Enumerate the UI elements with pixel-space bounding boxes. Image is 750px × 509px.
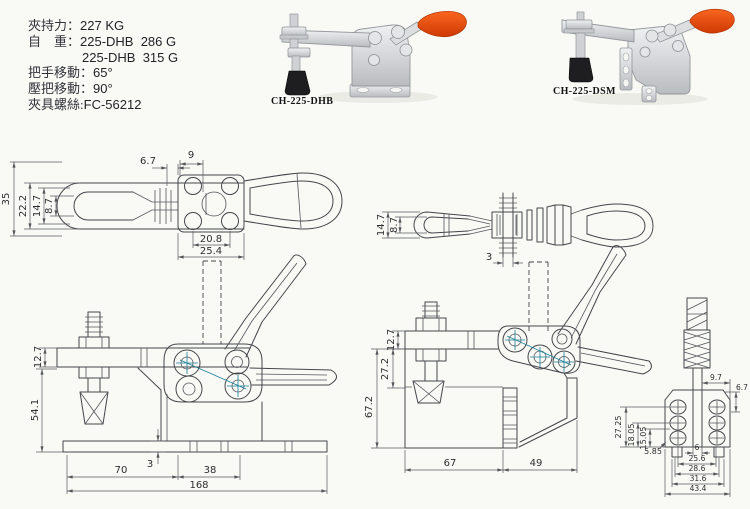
spec-value: FC-56212 (83, 96, 142, 112)
spec-line-bar-movement: 壓把移動：90° (28, 81, 178, 97)
rivet (399, 43, 413, 57)
product-model-label-dhb: CH-225-DHB (271, 96, 334, 107)
dim-label: 20.8 (200, 234, 222, 245)
dim-label: 8.7 (389, 217, 400, 233)
rivet (663, 23, 677, 37)
dhb-top-view-drawing: 35 22.2 14.7 8.7 6.7 9 20.8 25.4 (1, 150, 343, 260)
dim-label: 28.6 (689, 464, 706, 473)
spec-value: 227 KG (80, 18, 125, 33)
hex-nut (281, 26, 307, 37)
dsm-side-view-drawing: 9.7 6.7 27.25 18.05 15.05 5.85 6 25.6 28 (614, 297, 748, 497)
photo-shadow (572, 93, 708, 105)
dim-label: 14.7 (376, 214, 387, 236)
dim-label: 27.25 (614, 416, 623, 439)
dim-label: 3 (147, 459, 153, 470)
product-model-label-dsm: CH-225-DSM (553, 86, 616, 97)
rubber-tip (568, 57, 594, 83)
spindle-stud (576, 11, 585, 21)
spec-line-weight-2: 225-DHB 315 G (28, 50, 178, 66)
spec-label: 壓把移動： (28, 81, 94, 97)
flange-hole (622, 52, 630, 62)
dim-label: 6.7 (736, 383, 748, 392)
spec-line-spindle: 夾具螺絲:FC-56212 (28, 97, 178, 113)
spindle-rod (575, 32, 586, 59)
washer (563, 28, 595, 34)
dim-label: 168 (189, 480, 208, 491)
spec-label: 自 重： (28, 33, 81, 49)
rivet (368, 31, 382, 45)
spindle-stud (289, 13, 299, 29)
dim-label: 15.05 (639, 427, 648, 450)
dim-label: 12.7 (386, 329, 397, 351)
dim-label: 25.4 (200, 246, 222, 257)
dim-label: 9 (188, 150, 194, 161)
rivet (639, 46, 651, 58)
dim-label: 18.05 (627, 424, 636, 447)
rubber-tip (284, 70, 311, 96)
dhb-front-view-drawing: 12.7 54.1 3 70 38 168 (30, 254, 337, 494)
spec-line-clamping-force: 夾持力：227 KG (28, 18, 178, 34)
spec-line-weight-1: 自 重：225-DHB 286 G (28, 34, 178, 50)
dim-label: 49 (530, 458, 543, 469)
spindle-rod (291, 55, 301, 73)
flange-hole (622, 65, 630, 75)
dim-label: 31.6 (690, 474, 707, 483)
dim-label: 67 (444, 458, 457, 469)
spec-indent (28, 50, 82, 66)
dim-label: 67.2 (364, 396, 375, 418)
product-photo-dsm (561, 8, 735, 105)
rivet (368, 54, 380, 66)
mounting-hole (389, 87, 403, 93)
dim-label: 14.7 (32, 195, 43, 217)
spec-line-handle-movement: 把手移動：65° (28, 65, 178, 81)
spec-value: 65° (93, 65, 113, 81)
dsm-front-view-drawing: 12.7 27.2 67.2 67 49 (364, 245, 652, 473)
mounting-hole (356, 87, 370, 93)
rivet (645, 29, 659, 43)
dim-label: 43.4 (690, 484, 707, 493)
rivet (672, 40, 684, 52)
dim-label: 35 (1, 193, 12, 206)
spec-value: 225-DHB 286 G (80, 33, 177, 49)
dim-label: 6 (695, 443, 700, 452)
lower-flange (641, 85, 657, 103)
dim-label: 22.2 (18, 195, 29, 217)
rivet (391, 25, 405, 39)
dim-label: 12.7 (33, 346, 44, 368)
dim-label: 38 (204, 465, 217, 476)
washer (279, 34, 309, 40)
dim-label: 27.2 (380, 358, 391, 380)
dim-label: 25.6 (689, 454, 706, 463)
flange-hole (645, 88, 653, 94)
dim-label: 5.85 (644, 447, 662, 456)
flange-hole (645, 95, 653, 101)
dim-label: 70 (115, 465, 128, 476)
spec-label: 把手移動： (28, 65, 94, 81)
spec-value: 225-DHB 315 G (82, 49, 179, 65)
product-photo-dhb (279, 11, 467, 103)
red-handle-grip (417, 11, 467, 38)
handle-lever (389, 21, 426, 46)
spec-block: 夾持力：227 KG 自 重：225-DHB 286 G 225-DHB 315… (28, 18, 178, 113)
dim-label: 54.1 (30, 399, 41, 421)
hex-nut (565, 19, 593, 30)
dim-label: 9.7 (710, 373, 722, 382)
spec-label: 夾具螺絲: (28, 96, 84, 112)
dim-label: 8.7 (44, 198, 55, 214)
spec-label: 夾持力： (28, 18, 81, 33)
red-handle-grip (689, 8, 735, 34)
spec-value: 90° (93, 81, 113, 97)
flange-hole (622, 78, 630, 88)
dim-label: 3 (486, 252, 492, 263)
dim-label: 6.7 (140, 156, 156, 167)
dsm-top-view-drawing: 14.7 8.7 3 (376, 192, 654, 267)
